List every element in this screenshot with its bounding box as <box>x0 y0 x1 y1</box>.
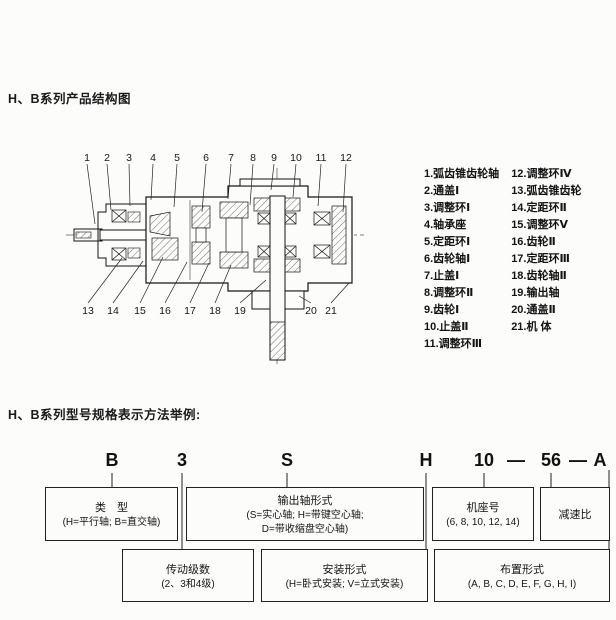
legend-title: 传动级数 <box>166 563 210 576</box>
callout-number: 6 <box>203 152 209 164</box>
model-code-dash: — <box>569 450 587 470</box>
legend-title: 输出轴形式 <box>277 495 333 507</box>
part-item: 9.齿轮Ⅰ <box>424 304 460 316</box>
legend-box-output-shaft: 输出轴形式 (S=实心轴; H=带键空心轴; D=带收缩盘空心轴) <box>186 487 424 541</box>
part-item: 2.通盖Ⅰ <box>424 185 460 197</box>
part-item: 19.输出轴 <box>511 287 560 299</box>
part-item: 6.齿轮轴Ⅰ <box>424 253 471 265</box>
model-code-char: H <box>419 450 433 470</box>
legend-title: 布置形式 <box>500 563 544 576</box>
model-code-char: S <box>280 450 294 470</box>
callout-number: 5 <box>174 152 180 164</box>
part-item: 10.止盖Ⅱ <box>424 321 469 333</box>
model-code-char: A <box>593 450 607 470</box>
part-item: 16.齿轮Ⅱ <box>511 236 556 248</box>
legend-title: 类 型 <box>95 502 128 514</box>
model-code-char: 3 <box>176 450 188 470</box>
callout-number: 20 <box>305 305 317 317</box>
part-item: 5.定距环Ⅰ <box>424 236 471 248</box>
legend-box-mounting: 安装形式 (H=卧式安装; V=立式安装) <box>261 549 428 602</box>
part-item: 20.通盖Ⅱ <box>511 304 556 316</box>
part-item: 4.轴承座 <box>424 219 467 231</box>
legend-title: 减速比 <box>558 509 592 521</box>
part-item: 11.调整环Ⅲ <box>424 338 483 350</box>
callout-number: 18 <box>209 305 221 317</box>
legend-desc: (6, 8, 10, 12, 14) <box>446 517 520 528</box>
legend-desc: D=带收缩盘空心轴) <box>261 524 349 535</box>
part-item: 1.弧齿锥齿轮轴 <box>424 168 500 180</box>
model-code-char: 10 <box>473 450 495 470</box>
part-item: 12.调整环Ⅳ <box>511 168 572 180</box>
part-item: 3.调整环Ⅰ <box>424 202 471 214</box>
legend-box-stages: 传动级数 (2、3和4级) <box>122 549 254 602</box>
model-code-dash: — <box>507 450 525 470</box>
part-item: 13.弧齿锥齿轮 <box>511 185 582 197</box>
callout-number: 15 <box>134 305 146 317</box>
part-item: 14.定距环Ⅱ <box>511 202 567 214</box>
part-item: 7.止盖Ⅰ <box>424 270 460 282</box>
model-code-char: 56 <box>540 450 562 470</box>
legend-desc: (H=平行轴; B=直交轴) <box>62 517 161 528</box>
legend-desc: (S=实心轴; H=带键空心轴; <box>246 510 364 521</box>
callout-number: 2 <box>104 152 110 164</box>
callout-number: 13 <box>82 305 94 317</box>
legend-desc: (2、3和4级) <box>161 578 215 590</box>
part-item: 18.齿轮轴Ⅱ <box>511 270 567 282</box>
callout-number: 7 <box>228 152 234 164</box>
legend-box-frame-size: 机座号 (6, 8, 10, 12, 14) <box>432 487 534 541</box>
legend-desc: (A, B, C, D, E, F, G, H, I) <box>467 578 577 590</box>
callout-number: 14 <box>107 305 119 317</box>
parts-list: 1.弧齿锥齿轮轴 2.通盖Ⅰ 3.调整环Ⅰ 4.轴承座 5.定距环Ⅰ 6.齿轮轴… <box>424 166 581 353</box>
legend-box-ratio: 减速比 <box>540 487 610 541</box>
callout-number: 11 <box>315 152 327 164</box>
callout-number: 8 <box>250 152 256 164</box>
legend-box-type: 类 型 (H=平行轴; B=直交轴) <box>45 487 178 541</box>
parts-list-column-left: 1.弧齿锥齿轮轴 2.通盖Ⅰ 3.调整环Ⅰ 4.轴承座 5.定距环Ⅰ 6.齿轮轴… <box>424 166 499 353</box>
callout-number: 1 <box>84 152 90 164</box>
callout-number: 9 <box>271 152 277 164</box>
callout-number: 17 <box>184 305 196 317</box>
callout-number: 16 <box>159 305 171 317</box>
structure-section-title: H、B系列产品结构图 <box>8 92 132 106</box>
model-example-section-title: H、B系列型号规格表示方法举例: <box>8 408 201 422</box>
legend-box-arrangement: 布置形式 (A, B, C, D, E, F, G, H, I) <box>434 549 610 602</box>
model-code-char: B <box>105 450 119 470</box>
callout-number: 21 <box>325 305 337 317</box>
callout-number: 19 <box>234 305 246 317</box>
legend-title: 机座号 <box>466 502 500 514</box>
part-item: 21.机 体 <box>511 321 552 333</box>
gearbox-cross-section-drawing <box>66 163 364 364</box>
callout-number: 12 <box>340 152 352 164</box>
callout-number: 3 <box>126 152 132 164</box>
parts-list-column-right: 12.调整环Ⅳ 13.弧齿锥齿轮 14.定距环Ⅱ 15.调整环Ⅴ 16.齿轮Ⅱ … <box>511 166 581 353</box>
callout-number: 10 <box>290 152 302 164</box>
legend-title: 安装形式 <box>322 563 367 576</box>
part-item: 17.定距环Ⅲ <box>511 253 570 265</box>
part-item: 8.调整环Ⅱ <box>424 287 474 299</box>
legend-desc: (H=卧式安装; V=立式安装) <box>285 578 404 590</box>
callout-number: 4 <box>150 152 156 164</box>
part-item: 15.调整环Ⅴ <box>511 219 568 231</box>
